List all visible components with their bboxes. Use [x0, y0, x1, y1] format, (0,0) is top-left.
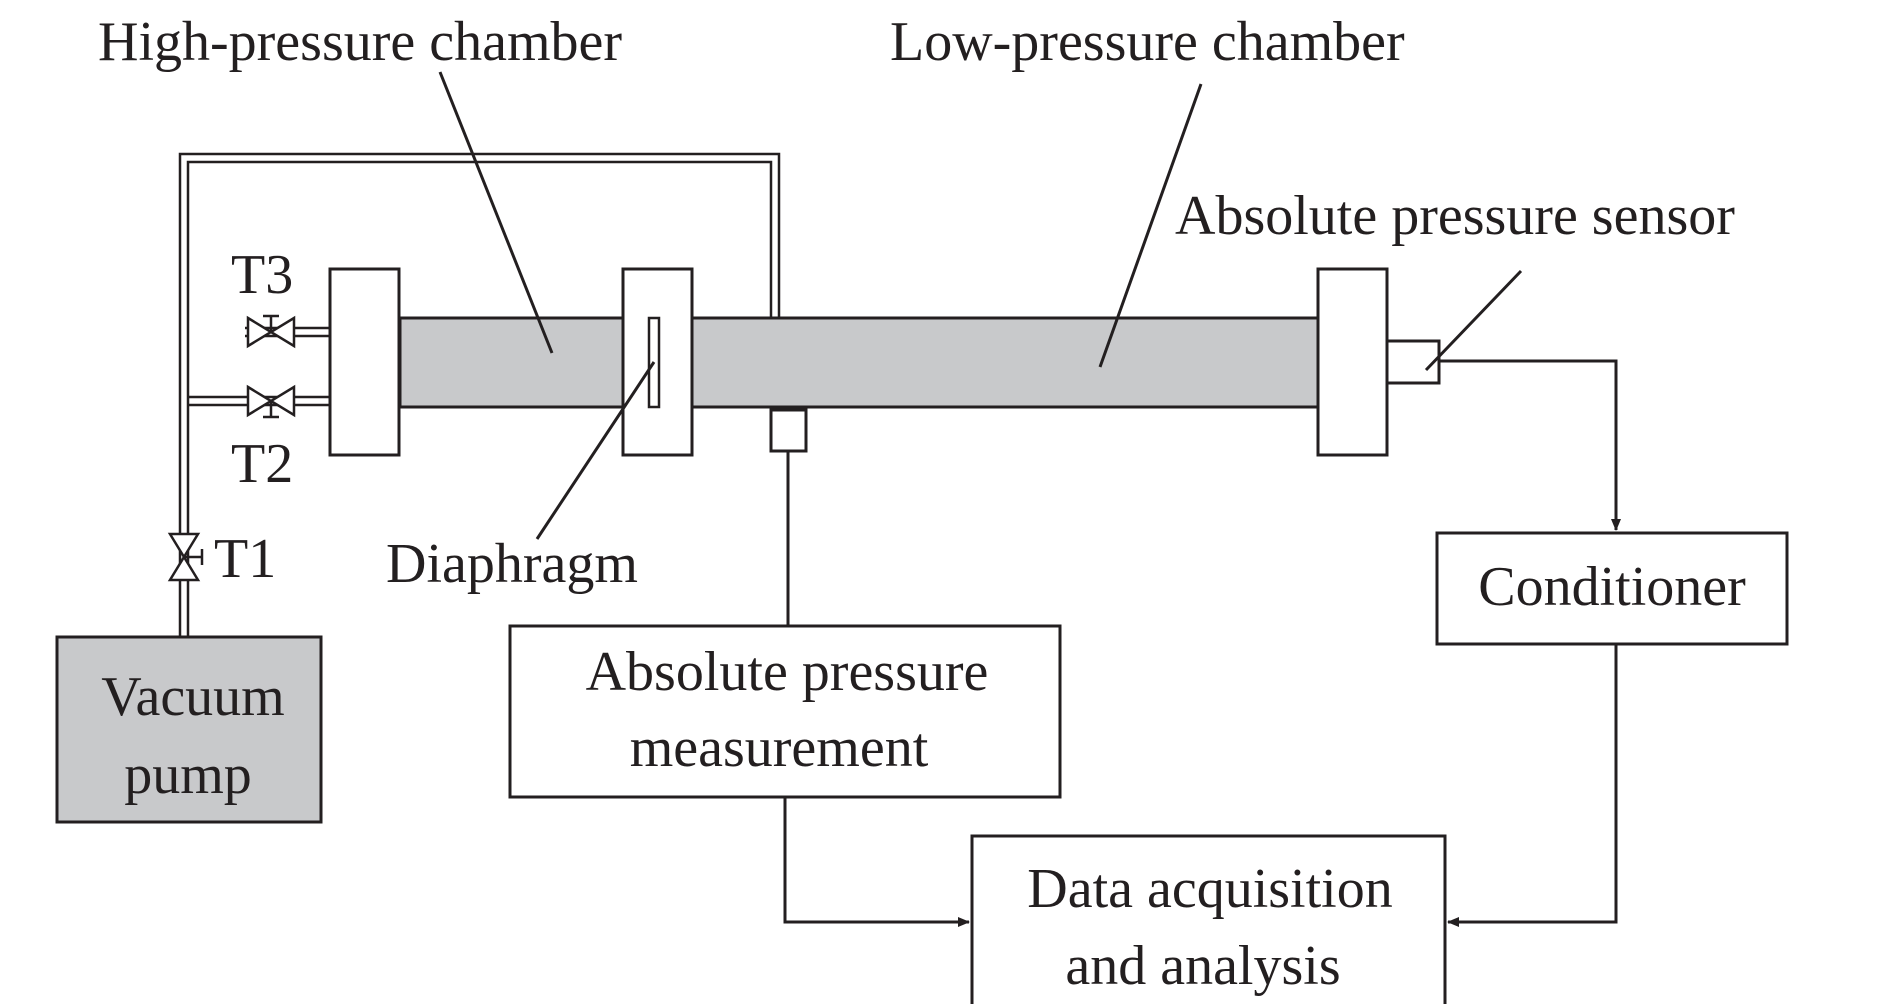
- label-vacuum-pump-line2: pump: [124, 744, 252, 806]
- vacuum-pump-box: [55, 635, 323, 824]
- valve-t3-icon: [246, 314, 296, 349]
- conditioner-to-daq-line: [1447, 644, 1618, 927]
- valve-t2-icon: [246, 384, 296, 419]
- shock-tube-body: [398, 316, 1320, 409]
- label-daq-line1: Data acquisition: [1027, 858, 1392, 920]
- leader-diaphragm: [535, 361, 656, 540]
- left-end-flange: [328, 267, 401, 457]
- label-conditioner: Conditioner: [1478, 556, 1746, 618]
- label-diaphragm: Diaphragm: [386, 533, 638, 595]
- label-daq-line2: and analysis: [1065, 935, 1340, 997]
- label-high-pressure-chamber: High-pressure chamber: [98, 11, 622, 73]
- abs-measurement-box: [508, 624, 1062, 799]
- daq-box: [970, 834, 1447, 1004]
- label-valve-t2: T2: [231, 433, 293, 495]
- conditioner-box: [1435, 531, 1789, 646]
- leader-high-pressure: [438, 71, 554, 354]
- bottom-sensor-port: [769, 408, 808, 453]
- label-absolute-pressure-sensor: Absolute pressure sensor: [1175, 185, 1735, 247]
- absolute-pressure-sensor: [1385, 339, 1441, 385]
- valve-t1-icon: [167, 532, 204, 582]
- label-abs-measurement-line1: Absolute pressure: [586, 641, 989, 703]
- leader-lines: [438, 71, 1523, 540]
- signal-lines: [783, 359, 1621, 927]
- label-valve-t1: T1: [214, 528, 276, 590]
- leader-sensor: [1424, 269, 1523, 372]
- right-end-flange: [1316, 267, 1389, 457]
- label-vacuum-pump-line1: Vacuum: [101, 666, 285, 728]
- label-abs-measurement-line2: measurement: [630, 717, 929, 779]
- label-low-pressure-chamber: Low-pressure chamber: [890, 11, 1405, 73]
- sensor-to-conditioner-line: [1439, 359, 1621, 531]
- vacuum-pipe-loop: [178, 152, 781, 637]
- label-valve-t3: T3: [231, 244, 293, 306]
- leader-low-pressure: [1098, 83, 1203, 368]
- measurement-to-daq-line: [783, 797, 970, 927]
